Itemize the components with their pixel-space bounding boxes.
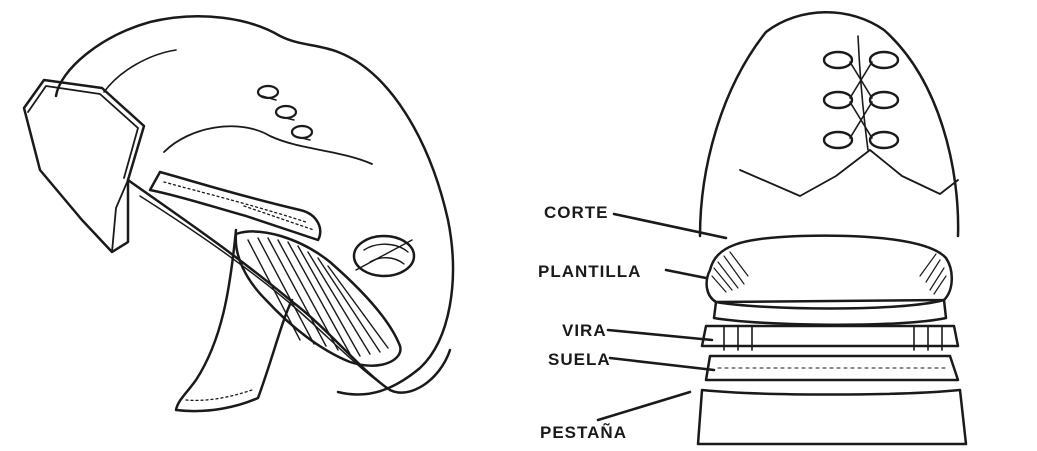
welt-stitching [164,182,306,222]
tongue-line [858,36,868,150]
inner-lining-opening [707,236,952,302]
cross-section-illustration [598,12,966,444]
shoe-upper [56,16,453,394]
leader-lines [598,214,726,420]
heel [24,80,144,252]
left-shoe-laces [258,86,312,140]
sole-flap [176,230,292,411]
outer-sole [128,180,450,393]
insole-layer [714,300,946,325]
label-vira: VIRA [562,321,607,341]
label-plantilla: PLANTILLA [538,262,641,282]
heel-top-face [28,86,138,178]
vamp-seam-left [740,150,870,196]
sole-flap-stitching [186,390,252,400]
flange [698,390,966,444]
label-pestana: PESTAÑA [540,423,627,443]
welt-layer [702,326,958,346]
cross-section-laces [824,52,898,148]
label-corte: CORTE [544,203,609,223]
cross-section-upper [700,12,958,236]
toe-cutaway-detail [354,236,414,276]
label-suela: SUELA [548,350,611,370]
insole-hatching [712,252,946,294]
heel-counter-seam [104,50,176,92]
vamp-seam-right [870,150,958,194]
vamp-seam [164,126,372,164]
cutaway-shoe-illustration [24,16,453,411]
heel-side-edge [112,180,128,252]
